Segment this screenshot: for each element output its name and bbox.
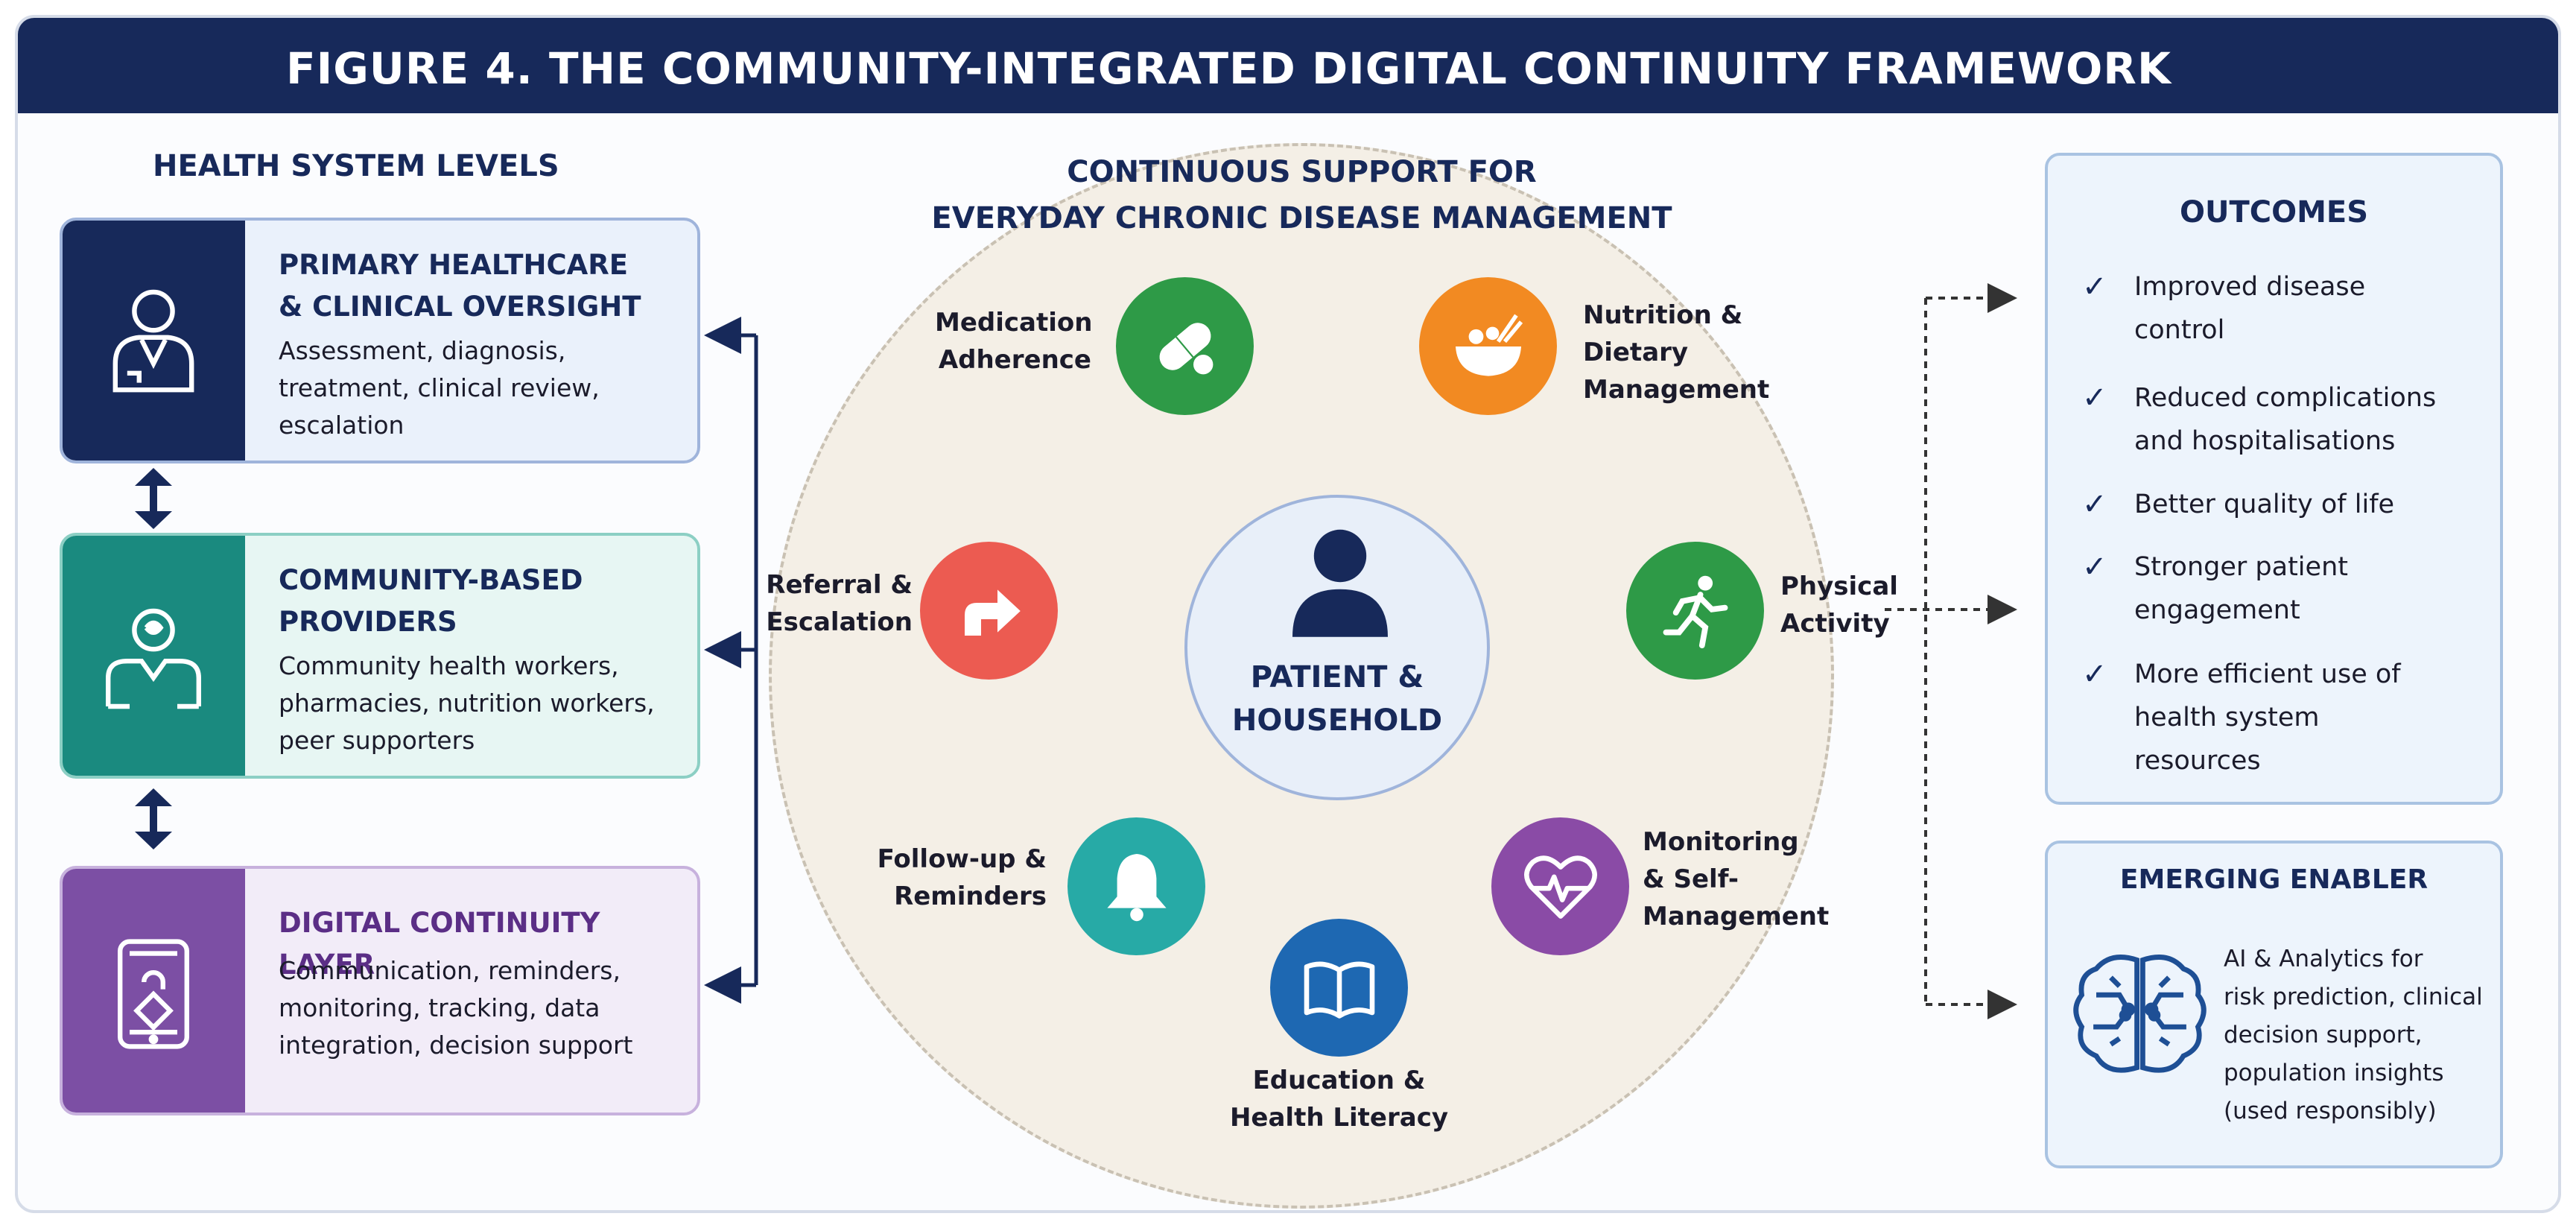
- enabler-description: AI & Analytics for risk prediction, clin…: [2224, 946, 2483, 1124]
- check-icon: ✓: [2082, 657, 2107, 691]
- physical-activity-label: Physical Activity: [1780, 572, 1898, 639]
- community-providers-card: COMMUNITY-BASED PROVIDERS Community heal…: [60, 533, 700, 779]
- check-icon: ✓: [2082, 270, 2107, 304]
- book-icon: [1304, 961, 1375, 1019]
- nutrition-node: [1419, 277, 1557, 415]
- referral-arrow-icon: [965, 589, 1021, 636]
- outcome-text: Stronger patient engagement: [2134, 552, 2348, 625]
- medication-node: [1116, 277, 1254, 415]
- check-icon: ✓: [2082, 487, 2107, 522]
- figure-header: FIGURE 4. THE COMMUNITY-INTEGRATED DIGIT…: [18, 18, 2558, 113]
- community-worker-icon: [106, 608, 201, 709]
- patient-household-label: PATIENT & HOUSEHOLD: [1231, 660, 1443, 738]
- physical-activity-node: [1626, 542, 1764, 680]
- outcome-text: More efficient use of health system reso…: [2134, 659, 2401, 776]
- community-icon-panel: [63, 536, 245, 776]
- digital-description: Communication, reminders, monitoring, tr…: [279, 956, 633, 1060]
- primary-healthcare-card: PRIMARY HEALTHCARE & CLINICAL OVERSIGHT …: [60, 218, 700, 463]
- referral-label: Referral & Escalation: [766, 570, 913, 637]
- brain-circuit-icon: [2073, 955, 2207, 1073]
- outcome-text: Better quality of life: [2134, 490, 2395, 519]
- food-bowl-icon: [1456, 314, 1523, 376]
- digital-continuity-card: DIGITAL CONTINUITY LAYER Communication, …: [60, 866, 700, 1115]
- monitoring-label: Monitoring & Self- Management: [1643, 827, 1830, 931]
- check-icon: ✓: [2082, 550, 2107, 584]
- referral-node: [920, 542, 1058, 680]
- education-node: [1270, 919, 1408, 1057]
- enabler-box: [2045, 841, 2503, 1168]
- primary-description: Assessment, diagnosis, treatment, clinic…: [279, 336, 600, 440]
- followup-node: [1067, 817, 1205, 955]
- digital-title: DIGITAL CONTINUITY LAYER: [279, 907, 600, 981]
- levels-title: HEALTH SYSTEM LEVELS: [153, 149, 559, 183]
- outcomes-title: OUTCOMES: [2179, 195, 2369, 230]
- followup-label: Follow-up & Reminders: [877, 844, 1047, 911]
- mobile-health-icon: [118, 939, 189, 1049]
- patient-household-circle: [1184, 495, 1490, 800]
- outcomes-box: [2045, 153, 2503, 805]
- primary-icon-panel: [63, 221, 245, 460]
- medication-label: Medication Adherence: [935, 308, 1093, 375]
- running-person-icon: [1663, 575, 1728, 649]
- nutrition-label: Nutrition & Dietary Management: [1583, 300, 1770, 405]
- education-label: Education & Health Literacy: [1229, 1066, 1449, 1133]
- primary-title: PRIMARY HEALTHCARE & CLINICAL OVERSIGHT: [279, 249, 641, 323]
- clinician-icon: [112, 289, 194, 393]
- community-title: COMMUNITY-BASED PROVIDERS: [279, 564, 583, 638]
- support-title: CONTINUOUS SUPPORT FOR EVERYDAY CHRONIC …: [931, 155, 1672, 235]
- bell-icon: [1107, 854, 1167, 922]
- monitoring-node: [1491, 817, 1629, 955]
- heart-pulse-icon: [1524, 855, 1597, 919]
- enabler-title: EMERGING ENABLER: [2119, 864, 2429, 895]
- pill-icon: [1159, 323, 1214, 375]
- check-icon: ✓: [2082, 381, 2107, 415]
- community-description: Community health workers, pharmacies, nu…: [279, 651, 655, 755]
- outcome-text: Reduced complications and hospitalisatio…: [2134, 383, 2437, 456]
- digital-icon-panel: [63, 869, 245, 1113]
- figure-title: FIGURE 4. THE COMMUNITY-INTEGRATED DIGIT…: [286, 43, 2171, 94]
- person-icon: [1292, 529, 1388, 637]
- outcome-text: Improved disease control: [2134, 272, 2366, 345]
